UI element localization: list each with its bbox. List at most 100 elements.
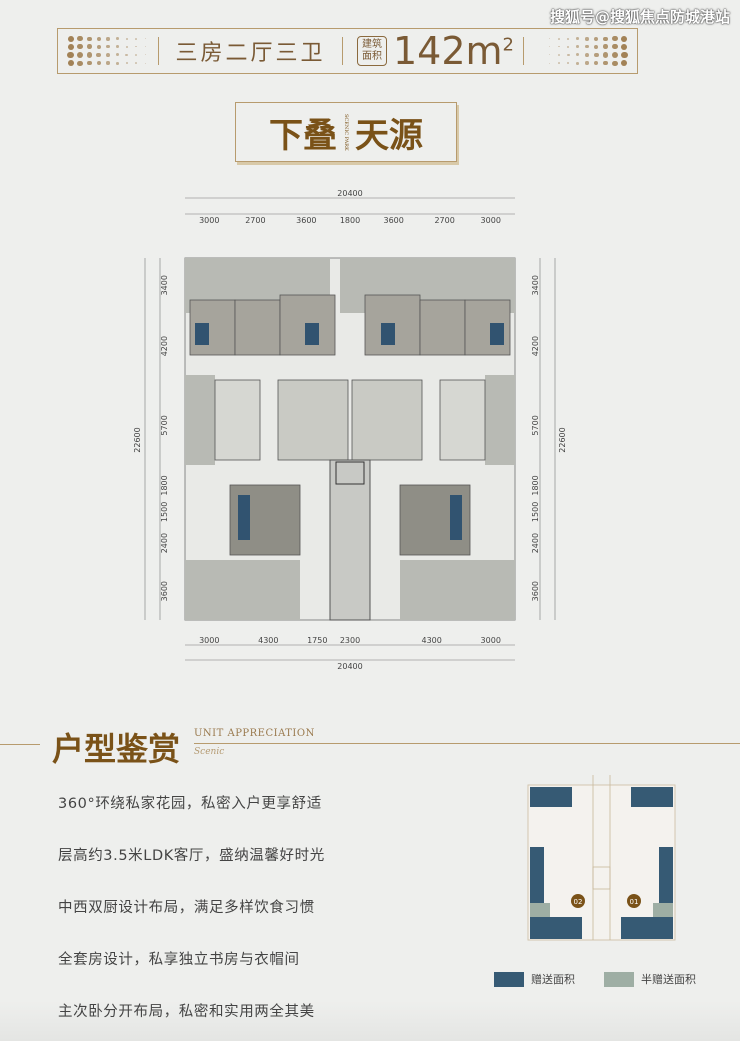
watermark: 搜狐号@搜狐焦点防城港站 [549,8,730,26]
area-number: 142m [393,29,503,73]
legend-gift-area: 赠送面积 [494,971,575,987]
dimension-label: 3400 [531,275,540,295]
dot [106,52,110,57]
dot [620,51,628,59]
dimension-label: 1500 [531,502,540,522]
dot [106,44,110,49]
dot [135,54,137,56]
dot [144,62,146,64]
area-badge-line2: 面积 [362,51,382,62]
dot [87,36,92,42]
dimension-label: 5700 [160,415,169,435]
dot [603,44,608,49]
legend-label: 赠送面积 [531,973,575,986]
legend-swatch [604,971,634,987]
dimension-label: 3000 [199,216,219,225]
header-banner: 三房二厅三卫 建筑面积 142m2 [57,28,638,74]
dot [611,51,618,58]
dot [115,61,119,65]
dot [67,35,74,42]
dimension-label: 4300 [258,636,278,645]
dimension-lines [144,197,556,661]
area-value: 142m2 [393,29,523,73]
dot [106,61,110,65]
dot [115,37,119,41]
dot [603,52,609,58]
dimension-label: 22600 [133,427,142,452]
dimension-label: 1800 [531,475,540,495]
dimension-label: 4300 [422,636,442,645]
rule-left [0,744,40,745]
dimension-label: 2400 [160,533,169,553]
beds [195,323,504,540]
feature-item: 中西双厨设计布局，满足多样饮食习惯 [58,900,315,916]
dot [125,53,128,57]
dimension-label: 20400 [337,662,362,670]
dot [135,45,137,48]
dot [603,36,608,42]
dot [549,38,551,40]
dot [77,60,83,66]
dot [77,44,83,50]
bottom-fade [0,1001,740,1041]
dot [96,44,101,49]
dot [125,37,128,40]
dimension-label: 5700 [531,415,540,435]
logo-small-text: SCENIC PARK [343,113,349,151]
dot [67,51,75,59]
area-unit: 2 [502,34,514,56]
rule-right [194,743,740,744]
dot [585,44,589,49]
dot [594,52,599,58]
dot [567,37,570,40]
dot [144,46,146,48]
dot [567,62,570,65]
dot [67,43,74,50]
dimension-label: 3600 [296,216,316,225]
dot [585,61,589,65]
dimension-label: 1800 [160,475,169,495]
dot [612,60,618,66]
dot [585,52,589,57]
dot [87,44,92,49]
dimension-label: 3400 [160,275,169,295]
dot [76,51,83,58]
dot [621,60,628,67]
dot [621,35,628,42]
dot [612,36,618,42]
dot [576,45,580,49]
feature-item: 主次卧分开布局，私密和实用两全其美 [58,1004,315,1020]
dot [576,53,580,57]
dot [96,36,101,41]
logo-title-right: 天源 [355,115,423,156]
dimension-label: 1800 [340,216,360,225]
unit-label-01: 01 [630,898,639,906]
dimension-label: 3000 [481,636,501,645]
feature-item: 全套房设计，私享独立书房与衣帽间 [58,952,300,968]
dot [576,37,580,41]
dot [549,62,551,64]
section-title: 户型鉴赏 [52,730,181,768]
dot [87,60,92,66]
dot [621,43,628,50]
dot [77,36,83,42]
dimension-label: 4200 [160,336,169,356]
dot [558,38,560,40]
dimension-label: 22600 [558,427,567,452]
dot [135,38,137,40]
dot [144,38,146,40]
dimension-label: 2700 [245,216,265,225]
dot [585,37,589,41]
unit-label-02: 02 [574,898,583,906]
dot [125,62,128,65]
dimension-label: 2300 [340,636,360,645]
dimension-label: 3600 [531,581,540,601]
feature-item: 360°环绕私家花园，私密入户更享舒适 [58,796,322,812]
logo-title-left: 下叠 [269,115,337,156]
dot [86,52,92,58]
dot [594,36,599,41]
mini-plan: 02 01 [527,775,676,941]
divider [342,37,343,65]
dot [106,37,110,41]
dot [67,60,74,67]
